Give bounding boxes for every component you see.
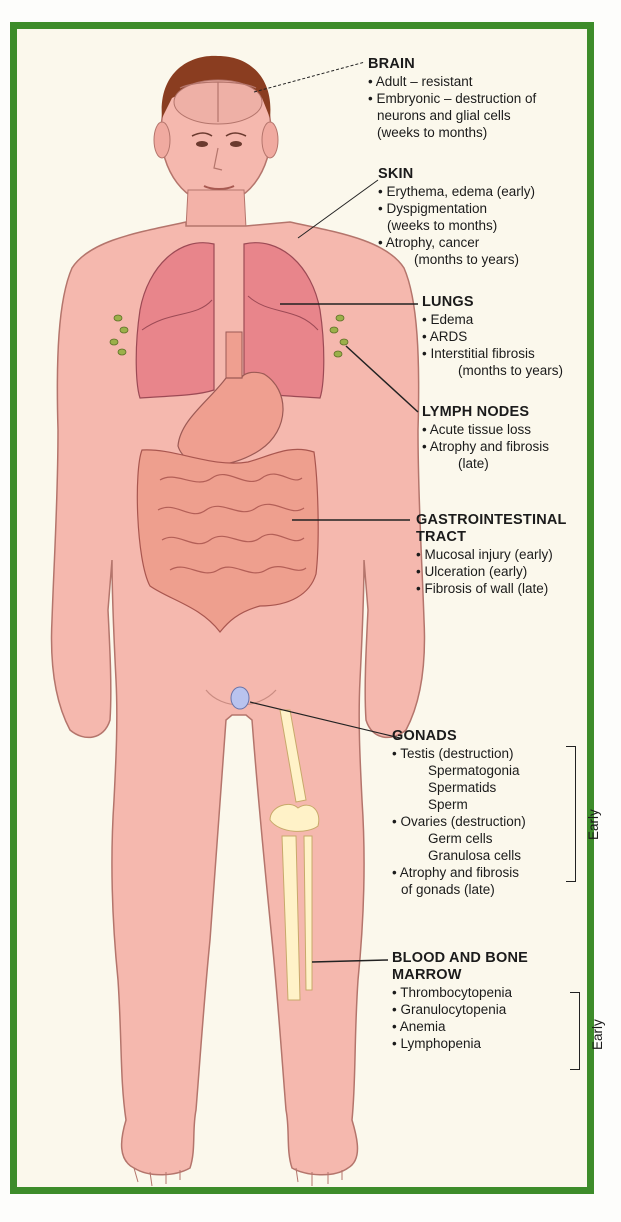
lungs-item: • Edema — [422, 311, 563, 328]
skin-item: • Erythema, edema (early) — [378, 183, 535, 200]
brain-item: (weeks to months) — [368, 124, 536, 141]
skin-item: (weeks to months) — [378, 217, 535, 234]
gonads-label-group: GONADS • Testis (destruction) Spermatogo… — [392, 728, 526, 898]
lymph-nodes-item: • Acute tissue loss — [422, 421, 549, 438]
gonads-bracket — [566, 746, 576, 882]
lungs-heading: LUNGS — [422, 294, 563, 311]
brain-item: • Embryonic – destruction of — [368, 90, 536, 107]
body-silhouette — [52, 60, 425, 1186]
blood-marrow-label-group: BLOOD AND BONE MARROW • Thrombocytopenia… — [392, 950, 528, 1052]
blood-marrow-item: • Granulocytopenia — [392, 1001, 528, 1018]
gonads-item: • Testis (destruction) — [392, 745, 526, 762]
lungs-item: • ARDS — [422, 328, 563, 345]
gi-item: • Ulceration (early) — [416, 563, 567, 580]
gonads-item: Spermatids — [392, 779, 526, 796]
gonads-early-label: Early — [586, 809, 601, 840]
gonads-heading: GONADS — [392, 728, 526, 745]
gi-heading-line2: TRACT — [416, 529, 567, 546]
brain-label-group: BRAIN • Adult – resistant • Embryonic – … — [368, 56, 536, 141]
lungs-item: (months to years) — [422, 362, 563, 379]
lymph-nodes-label-group: LYMPH NODES • Acute tissue loss • Atroph… — [422, 404, 549, 472]
gi-item: • Mucosal injury (early) — [416, 546, 567, 563]
gonads-item: of gonads (late) — [392, 881, 526, 898]
blood-marrow-item: • Lymphopenia — [392, 1035, 528, 1052]
gonads-item: Granulosa cells — [392, 847, 526, 864]
gonads-item: • Atrophy and fibrosis — [392, 864, 526, 881]
skin-item: • Atrophy, cancer — [378, 234, 535, 251]
blood-marrow-heading-line2: MARROW — [392, 967, 528, 984]
lungs-label-group: LUNGS • Edema • ARDS • Interstitial fibr… — [422, 294, 563, 379]
gonad-illustration — [231, 687, 249, 709]
blood-marrow-item: • Thrombocytopenia — [392, 984, 528, 1001]
brain-heading: BRAIN — [368, 56, 536, 73]
brain-item: neurons and glial cells — [368, 107, 536, 124]
gastrointestinal-label-group: GASTROINTESTINAL TRACT • Mucosal injury … — [416, 512, 567, 597]
blood-marrow-early-label: Early — [590, 1019, 605, 1050]
lymph-nodes-heading: LYMPH NODES — [422, 404, 549, 421]
gonads-item: Sperm — [392, 796, 526, 813]
skin-item: (months to years) — [378, 251, 535, 268]
lymph-nodes-item: (late) — [422, 455, 549, 472]
lymph-nodes-item: • Atrophy and fibrosis — [422, 438, 549, 455]
lungs-item: • Interstitial fibrosis — [422, 345, 563, 362]
blood-marrow-bracket — [570, 992, 580, 1070]
skin-label-group: SKIN • Erythema, edema (early) • Dyspigm… — [378, 166, 535, 268]
brain-item: • Adult – resistant — [368, 73, 536, 90]
gonads-item: • Ovaries (destruction) — [392, 813, 526, 830]
gi-heading: GASTROINTESTINAL — [416, 512, 567, 529]
skin-heading: SKIN — [378, 166, 535, 183]
gonads-item: Spermatogonia — [392, 762, 526, 779]
blood-marrow-heading: BLOOD AND BONE — [392, 950, 528, 967]
gi-item: • Fibrosis of wall (late) — [416, 580, 567, 597]
skin-item: • Dyspigmentation — [378, 200, 535, 217]
gonads-item: Germ cells — [392, 830, 526, 847]
blood-marrow-item: • Anemia — [392, 1018, 528, 1035]
